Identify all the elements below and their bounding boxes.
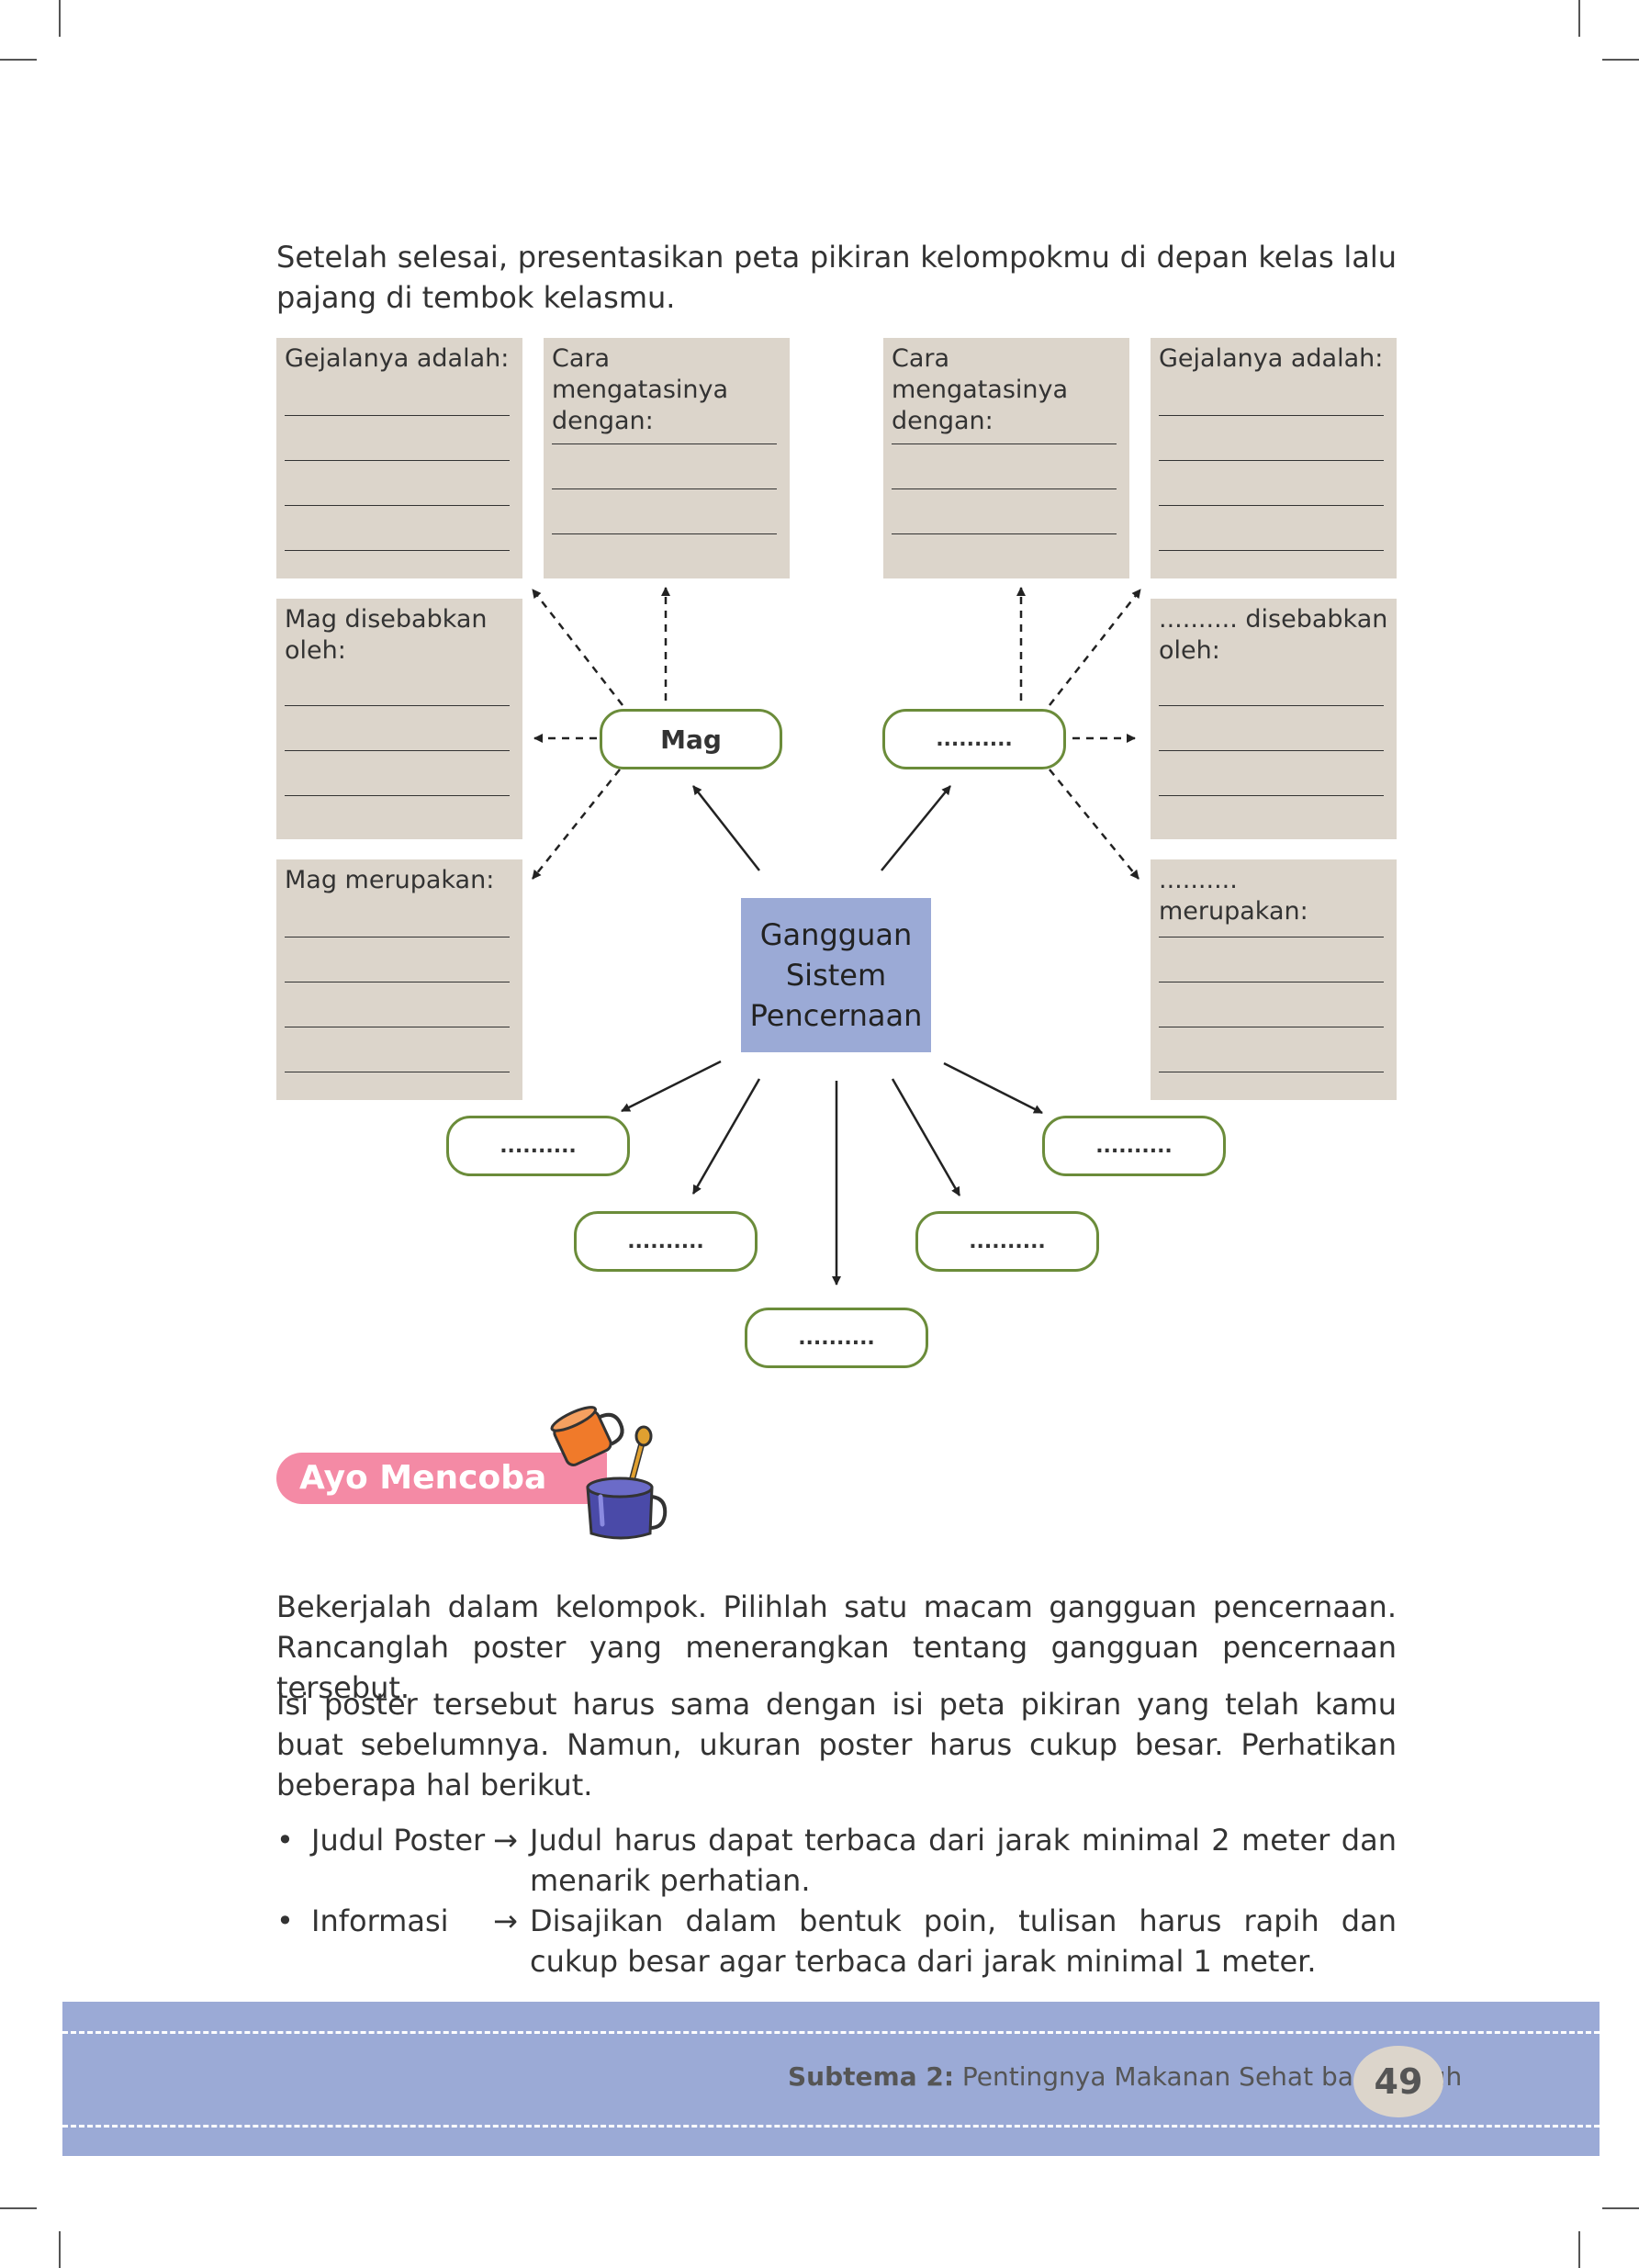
footer-dash [62,2031,1600,2034]
paragraph: Isi poster tersebut harus sama dengan is… [276,1687,1397,1802]
paragraph: Bekerjalah dalam kelompok. Pilihlah satu… [276,1589,1397,1705]
box-merupakan-right: .......... merupakan: [1151,859,1397,1100]
section-title: Ayo Mencoba [299,1459,547,1497]
section-banner [276,1453,607,1504]
answer-line [1159,795,1384,796]
crop-mark [0,59,37,61]
answer-line [1159,937,1384,938]
bullet-dot: • [276,1823,294,1858]
answer-line [285,505,510,506]
box-cara-right: Cara mengatasinya dengan: [883,338,1129,578]
answer-line [285,460,510,461]
footer-dash [62,2125,1600,2128]
answer-line [552,533,777,534]
crop-mark [1602,2207,1639,2209]
answer-line [892,533,1117,534]
node-bottom: .......... [446,1116,630,1176]
box-label: Gejalanya adalah: [285,344,510,373]
bullet-label: Judul Poster [311,1823,486,1858]
crop-mark [0,2207,37,2209]
answer-line [892,443,1117,444]
answer-line [1159,550,1384,551]
answer-line [1159,460,1384,461]
box-label: Mag disebabkan oleh: [285,605,488,665]
crop-mark [59,0,61,37]
answer-line [552,443,777,444]
answer-line [1159,415,1384,416]
answer-line [892,488,1117,489]
node-bottom: .......... [1042,1116,1226,1176]
crop-mark [59,2231,61,2268]
node-bottom: .......... [574,1211,758,1272]
box-label: .......... merupakan: [1159,866,1308,926]
crop-mark [1578,2231,1580,2268]
footer-label: Subtema 2: [788,2061,955,2092]
box-cara-left: Cara mengatasinya dengan: [544,338,790,578]
node-bottom: .......... [745,1308,928,1368]
box-label: Mag merupakan: [285,866,495,894]
arrow-icon: → [493,1823,518,1858]
box-label: Cara mengatasinya dengan: [552,344,729,435]
box-gejala-right: Gejalanya adalah: [1151,338,1397,578]
crop-mark [1578,0,1580,37]
node-right: .......... [882,709,1066,769]
page-number: 49 [1353,2046,1443,2117]
answer-line [285,550,510,551]
box-gejala-left: Gejalanya adalah: [276,338,522,578]
node-bottom: .......... [915,1211,1099,1272]
bullet-text: Disajikan dalam bentuk poin, tulisan har… [530,1903,1397,1979]
answer-line [285,705,510,706]
center-topic: Gangguan Sistem Pencernaan [741,898,931,1052]
box-label: Cara mengatasinya dengan: [892,344,1069,435]
arrow-icon: → [493,1903,518,1938]
answer-line [285,795,510,796]
node-mag: Mag [600,709,782,769]
answer-line [1159,705,1384,706]
answer-line [285,415,510,416]
bullet-dot: • [276,1903,294,1938]
bullet-text: Judul harus dapat terbaca dari jarak min… [530,1823,1397,1898]
box-merupakan-left: Mag merupakan: [276,859,522,1100]
answer-line [1159,505,1384,506]
box-label: Gejalanya adalah: [1159,344,1384,373]
footer-band: Subtema 2: Pentingnya Makanan Sehat bagi… [62,2002,1600,2156]
intro-paragraph: Setelah selesai, presentasikan peta piki… [276,240,1397,315]
box-label: .......... disebabkan oleh: [1159,605,1388,665]
mug-and-cup-icon [550,1406,668,1540]
crop-mark [1602,59,1639,61]
bullet-label: Informasi [311,1903,449,1938]
answer-line [552,488,777,489]
box-sebab-left: Mag disebabkan oleh: [276,599,522,839]
answer-line [1159,750,1384,751]
answer-line [285,750,510,751]
box-sebab-right: .......... disebabkan oleh: [1151,599,1397,839]
answer-line [285,937,510,938]
